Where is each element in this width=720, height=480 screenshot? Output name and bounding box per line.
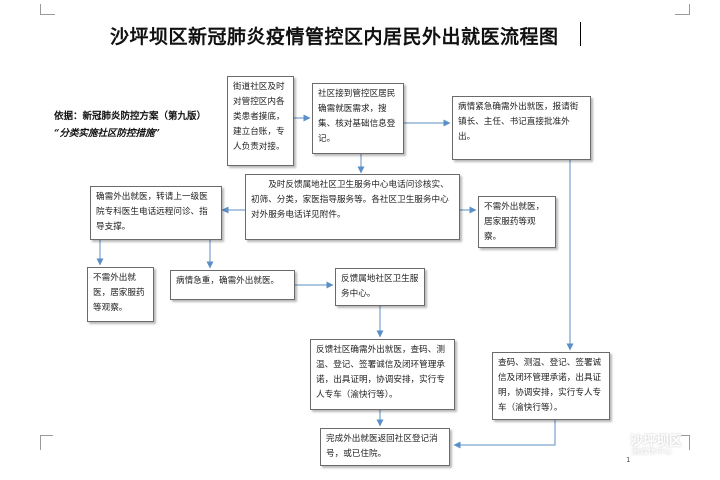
text-cursor	[580, 22, 581, 46]
arrow-urgent-procedures-to-complete	[453, 420, 556, 449]
box-urgent-procedures: 查码、测温、登记、签署诚信及闭环管理承诺，出具证明，协调安排，实行专人专车（渝快…	[492, 352, 610, 420]
box-complete-return: 完成外出就医返回社区登记消号，或已住院。	[320, 428, 450, 466]
basis-line-2: “分类实施社区防控措施”	[54, 128, 160, 139]
media-logo-icon	[603, 431, 627, 455]
box-health-center-feedback: 及时反馈属地社区卫生服务中心电话问诊核实、初筛、分类，家医指导服务等。各社区卫生…	[245, 174, 460, 240]
box-emergency: 病情急重，确需外出就医。	[170, 270, 295, 300]
crop-mark	[677, 435, 690, 450]
page-title: 沙坪坝区新冠肺炎疫情管控区内居民外出就医流程图	[110, 26, 559, 48]
box-urgent-approval: 病情紧急确需外出就医，报请街镇长、主任、书记直接批准外出。	[452, 96, 591, 160]
box-no-need-home-left: 不需外出就医，居家服药等观察。	[87, 267, 154, 322]
crop-mark	[40, 4, 55, 15]
crop-mark	[40, 435, 53, 450]
watermark-subtitle: 融媒体中心	[632, 447, 672, 456]
box-feedback-community-center: 反馈属地社区卫生服务中心。	[335, 268, 425, 306]
box-street-community-survey: 街道社区及时对管控区内各类患者摸底，建立台账，专人负责对接。	[227, 76, 294, 166]
watermark-name: 沙坪坝区	[630, 434, 683, 449]
box-feedback-procedures: 反馈社区确需外出就医，查码、测温、登记、签署诚信及闭环管理承诺，出具证明，协调安…	[310, 339, 455, 410]
watermark-logo: 沙坪坝区 融媒体中心	[602, 430, 720, 480]
crop-mark	[675, 4, 690, 15]
basis-line-1: 依据：新冠肺炎防控方案（第九版）	[54, 111, 207, 122]
page-number: 1	[626, 456, 631, 464]
box-need-out-referral: 确需外出就医，转请上一级医院专科医生电话远程问诊、指导支撑。	[90, 186, 222, 240]
box-no-need-home-right: 不需外出就医，居家服药等观察。	[478, 196, 556, 248]
box-community-receive-request: 社区接到管控区居民确需就医需求，搜集、核对基础信息登记。	[312, 83, 404, 154]
